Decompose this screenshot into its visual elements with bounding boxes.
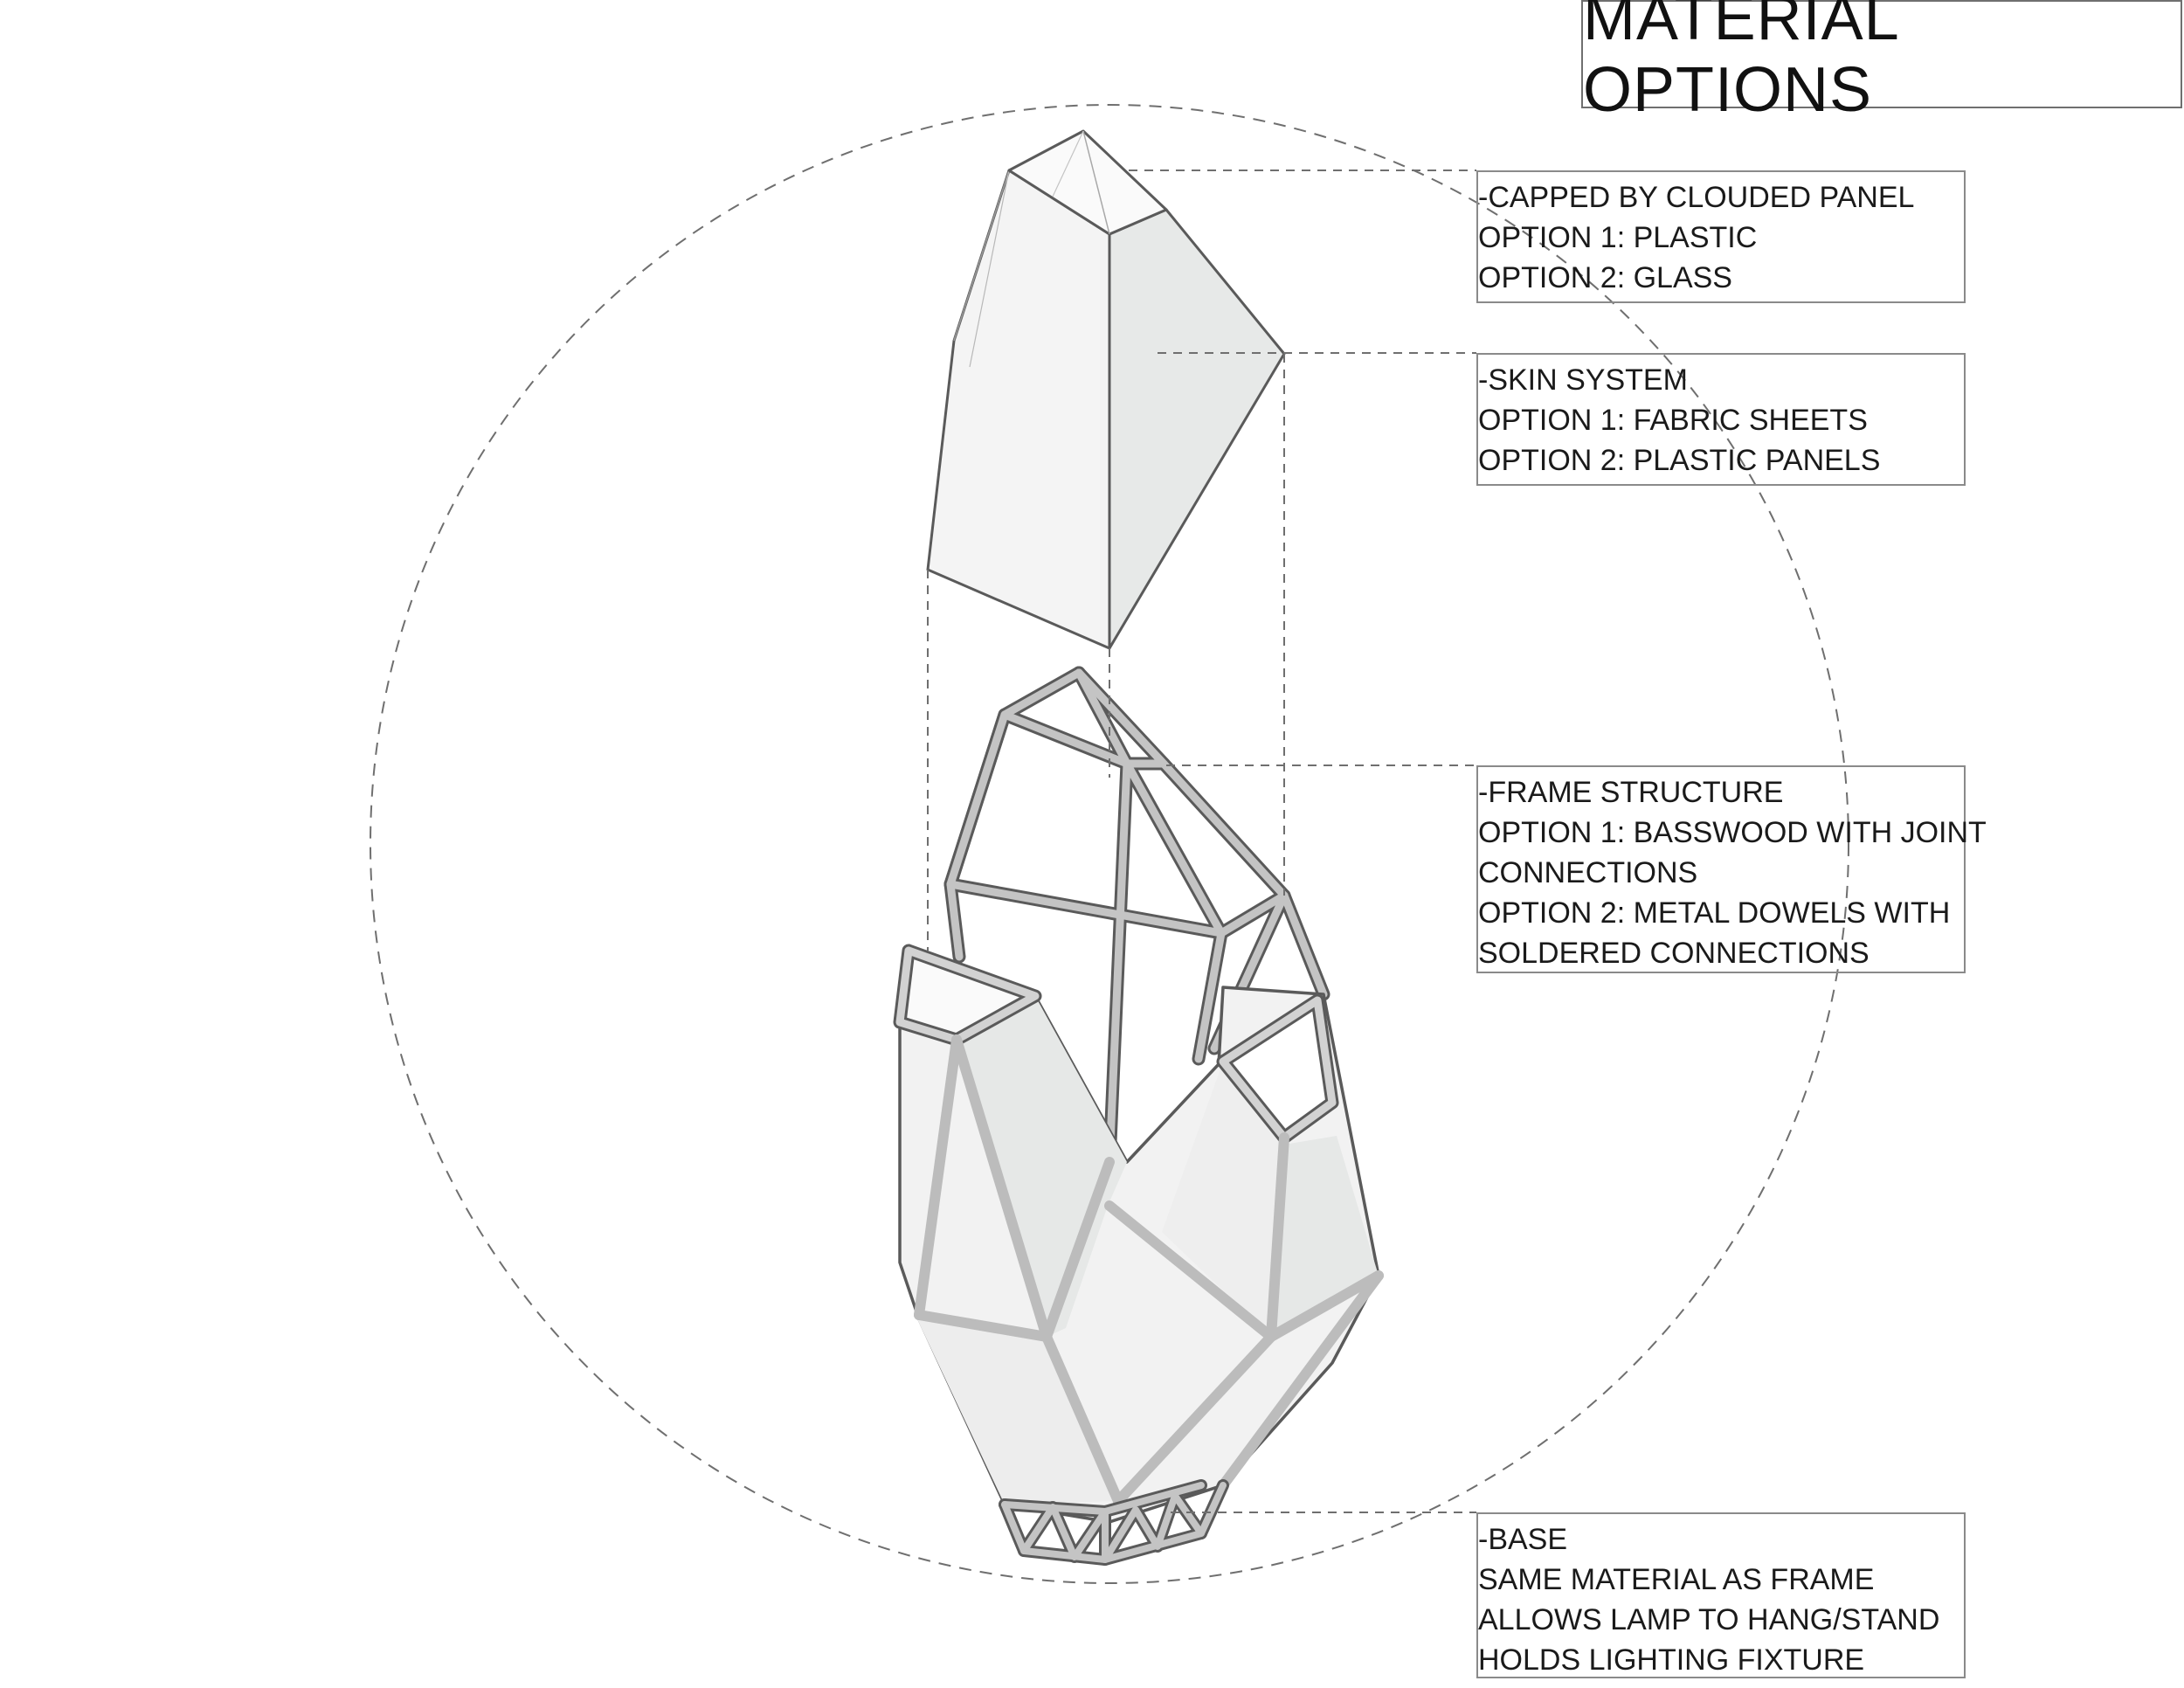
callout-cap-panel: -CAPPED BY CLOUDED PANEL OPTION 1: PLAST…: [1476, 170, 1966, 303]
leader-lines: [927, 169, 1476, 1513]
base-truss: [999, 1479, 1229, 1566]
callout-line: OPTION 2: GLASS: [1478, 261, 1732, 294]
callout-heading: -BASE: [1478, 1523, 1568, 1556]
skin-frame-members: [893, 944, 1384, 1506]
callout-line: OPTION 2: METAL DOWELS WITH: [1478, 896, 1951, 930]
skin-left-face: [926, 169, 1111, 650]
callout-line: OPTION 1: BASSWOOD WITH JOINT: [1478, 816, 1987, 849]
callout-frame-structure: -FRAME STRUCTURE OPTION 1: BASSWOOD WITH…: [1476, 765, 1987, 973]
skin-right-face: [1108, 208, 1286, 650]
clouded-cap-panel: [1007, 129, 1168, 236]
callout-line: ALLOWS LAMP TO HANG/STAND: [1478, 1603, 1940, 1636]
callout-line: OPTION 2: PLASTIC PANELS: [1478, 444, 1881, 477]
callout-heading: -SKIN SYSTEM: [1478, 363, 1688, 397]
callout-line: SOLDERED CONNECTIONS: [1478, 937, 1870, 970]
callout-skin-system: -SKIN SYSTEM OPTION 1: FABRIC SHEETS OPT…: [1476, 353, 1966, 486]
callout-base: -BASE SAME MATERIAL AS FRAME ALLOWS LAMP…: [1476, 1512, 1966, 1678]
callout-line: OPTION 1: PLASTIC: [1478, 221, 1758, 254]
page-title: MATERIAL OPTIONS: [1581, 0, 2182, 125]
cap-top-face: [1007, 129, 1168, 236]
dashed-boundary-circle: [370, 104, 1849, 1584]
callout-line: SAME MATERIAL AS FRAME: [1478, 1563, 1875, 1596]
skin-shell-piece: [926, 169, 1286, 650]
callout-line: CONNECTIONS: [1478, 856, 1698, 889]
callout-heading: -FRAME STRUCTURE: [1478, 776, 1784, 809]
callout-line: OPTION 1: FABRIC SHEETS: [1478, 404, 1868, 437]
callout-heading: -CAPPED BY CLOUDED PANEL: [1478, 181, 1915, 214]
callout-line: HOLDS LIGHTING FIXTURE: [1478, 1643, 1865, 1677]
